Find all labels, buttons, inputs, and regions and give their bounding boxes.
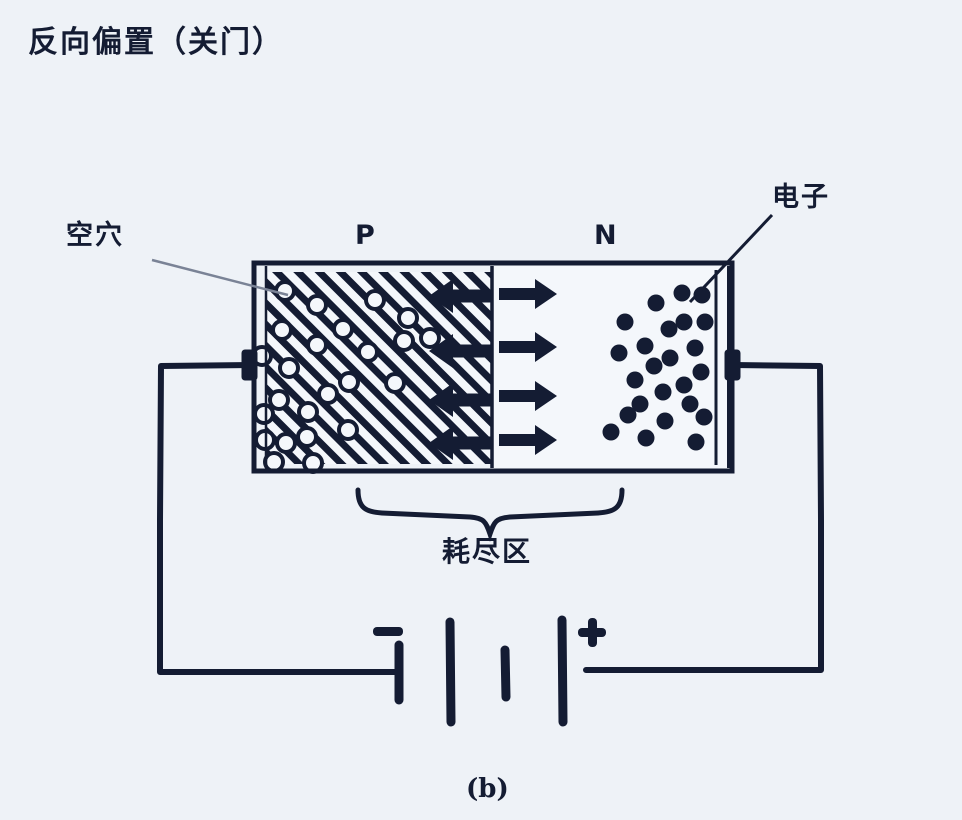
field-arrow-right xyxy=(499,425,557,455)
field-arrow-left xyxy=(429,383,491,417)
electron-marker xyxy=(686,339,704,357)
field-arrow-left xyxy=(429,426,491,460)
hole-marker xyxy=(397,307,419,329)
electron-marker xyxy=(696,313,714,331)
battery-positive-sign xyxy=(578,618,606,647)
electron-marker xyxy=(656,412,674,430)
hole-marker xyxy=(253,403,275,425)
hole-marker xyxy=(274,280,296,302)
hole-marker xyxy=(268,389,290,411)
hole-marker xyxy=(393,330,415,352)
electron-marker xyxy=(675,376,693,394)
hole-marker xyxy=(337,419,359,441)
hole-marker xyxy=(384,372,406,394)
contact-tabs xyxy=(241,349,741,381)
depletion-region-label: 耗尽区 xyxy=(442,535,533,568)
hole-marker xyxy=(419,327,441,349)
field-arrow-left xyxy=(429,334,491,368)
electron-marker xyxy=(645,357,663,375)
electron-marker xyxy=(637,429,655,447)
electrons-callout-label: 电子 xyxy=(772,182,830,213)
field-arrows xyxy=(429,279,557,460)
electron-marker xyxy=(616,313,634,331)
hole-marker xyxy=(278,357,300,379)
hole-marker xyxy=(271,319,293,341)
circuit-wiring xyxy=(157,362,824,675)
p-region-label: P xyxy=(355,220,375,251)
hole-marker xyxy=(364,289,386,311)
electrons-leader-line xyxy=(688,213,774,304)
left-contact-tab xyxy=(241,349,258,381)
field-arrow-right xyxy=(499,332,557,362)
holes-callout-label: 空穴 xyxy=(66,220,124,251)
left-wire xyxy=(157,362,401,675)
battery-negative-sign xyxy=(373,627,403,636)
right-contact-tab xyxy=(724,349,741,381)
electron-marker xyxy=(631,395,649,413)
field-arrow-right xyxy=(499,381,557,411)
electron-marker xyxy=(687,433,705,451)
callout-leaders xyxy=(151,258,289,297)
field-arrow-right xyxy=(499,279,557,309)
electron-marker xyxy=(619,406,637,424)
field-arrow-left xyxy=(429,279,491,313)
electron-marker xyxy=(660,320,678,338)
electron-marker xyxy=(693,286,711,304)
hole-marker xyxy=(275,432,297,454)
hole-marker xyxy=(332,318,354,340)
electron-marker xyxy=(681,395,699,413)
battery-plate-long-1 xyxy=(445,617,456,727)
hole-marker xyxy=(306,294,328,316)
battery-plate-short-2 xyxy=(500,645,511,702)
electron-marker xyxy=(661,349,679,367)
electron-marker xyxy=(673,284,691,302)
depletion-brace xyxy=(355,487,625,542)
battery-plate-long-2 xyxy=(557,615,568,727)
hole-marker xyxy=(357,341,379,363)
electron-marker xyxy=(654,383,672,401)
page-title: 反向偏置（关门） xyxy=(28,25,284,60)
n-region-label: N xyxy=(594,220,617,251)
figure-caption: (b) xyxy=(466,774,509,804)
electron-marker xyxy=(610,344,628,362)
hole-marker xyxy=(263,451,285,473)
battery-symbol xyxy=(394,615,568,727)
electron-marker xyxy=(647,294,665,312)
hole-marker xyxy=(306,334,328,356)
holes-leader-line xyxy=(151,258,289,297)
electrons-leader xyxy=(688,213,774,304)
electron-markers xyxy=(602,284,714,451)
hole-marker xyxy=(297,401,319,423)
hole-marker xyxy=(296,426,318,448)
hole-marker xyxy=(338,371,360,393)
right-wire xyxy=(583,362,824,673)
hole-marker xyxy=(317,383,339,405)
electron-marker xyxy=(636,337,654,355)
electron-marker xyxy=(626,371,644,389)
electron-marker xyxy=(695,408,713,426)
electron-marker xyxy=(602,423,620,441)
electron-marker xyxy=(692,363,710,381)
electron-marker xyxy=(675,313,693,331)
